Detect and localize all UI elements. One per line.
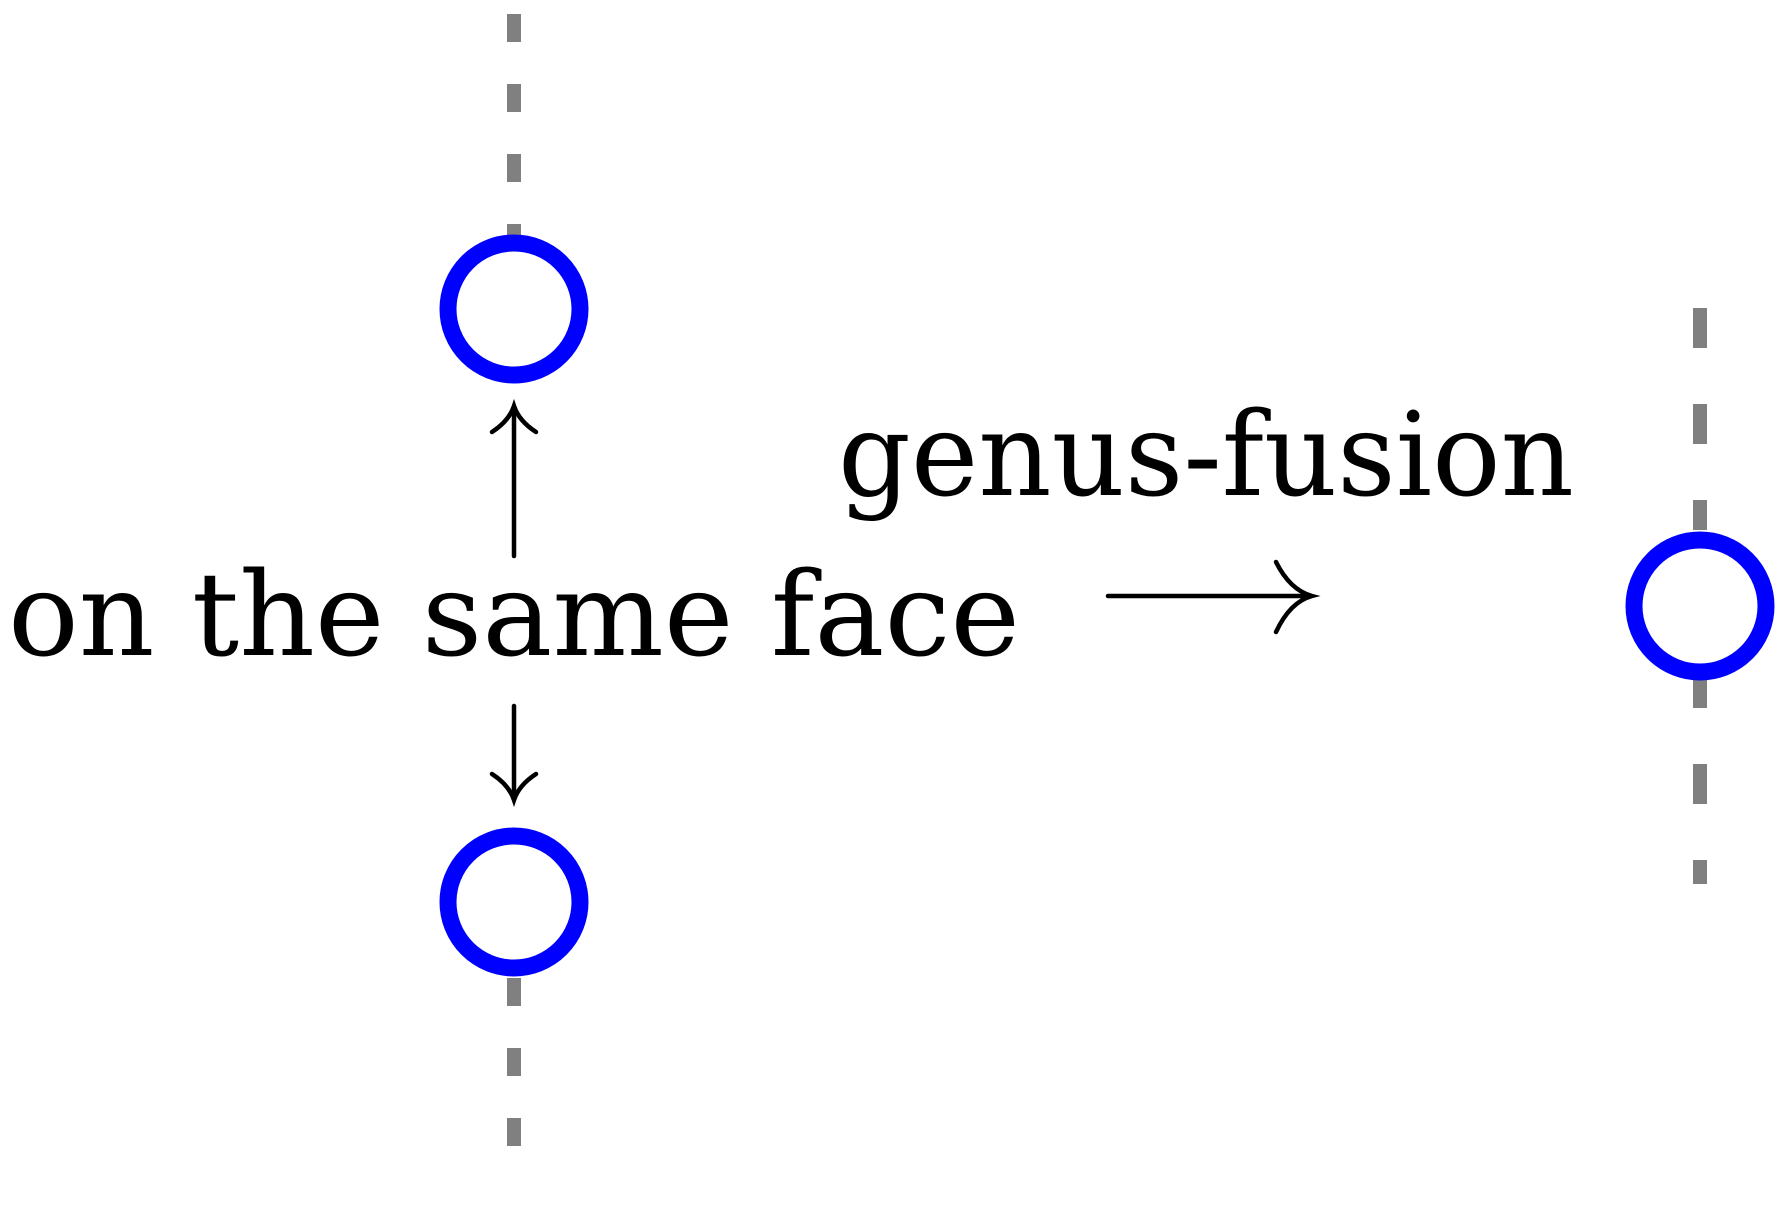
top-circle [439, 234, 589, 384]
operation-label: genus-fusion [838, 388, 1574, 523]
up-arrow [489, 398, 539, 559]
main-label: on the same face [8, 548, 1020, 683]
long-right-arrow [1105, 559, 1321, 635]
fused-circle [1625, 531, 1775, 681]
bottom-circle [439, 827, 589, 977]
down-arrow [489, 703, 539, 808]
